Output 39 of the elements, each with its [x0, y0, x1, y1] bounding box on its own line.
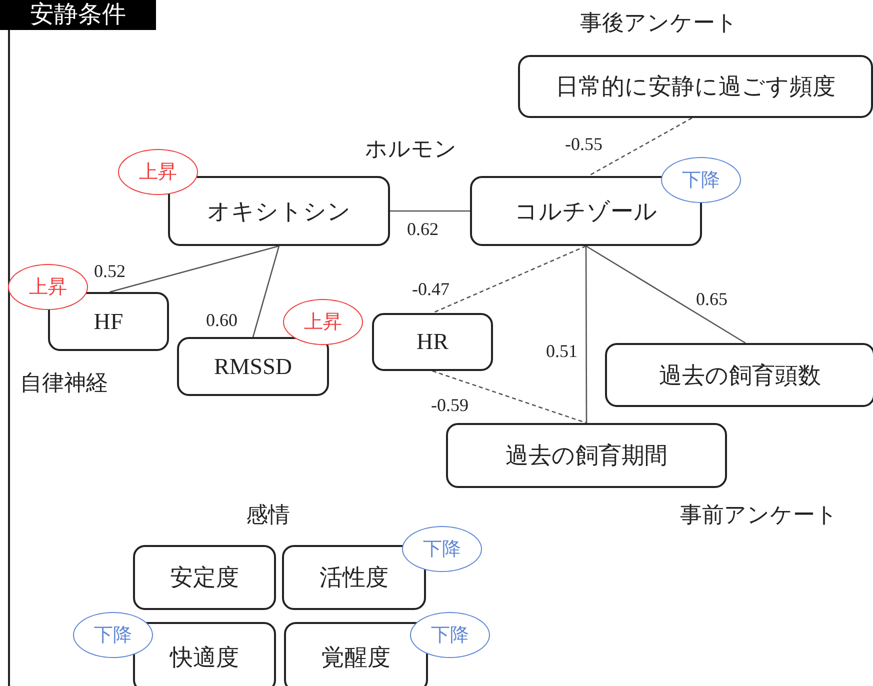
edge-label: -0.59 — [430, 396, 470, 414]
dashed-line — [432, 370, 587, 424]
change-ellipse: 下降 — [402, 526, 482, 572]
edge-label: 0.65 — [695, 290, 728, 308]
title-banner: 安静条件 — [0, 0, 156, 30]
change-ellipse: 上昇 — [8, 264, 88, 310]
connector-line — [110, 245, 280, 293]
dashed-line — [588, 117, 692, 177]
group-label: 事後アンケート — [580, 9, 738, 37]
edge-label: 0.60 — [205, 311, 238, 329]
group-label: 自律神経 — [20, 369, 108, 397]
measure-box: 過去の飼育頭数 — [605, 343, 873, 407]
measure-box: 過去の飼育期間 — [446, 423, 727, 488]
connector-line — [252, 246, 280, 338]
dashed-line — [432, 245, 586, 314]
group-label: 事前アンケート — [680, 501, 838, 529]
measure-box: 覚醒度 — [284, 622, 428, 686]
change-ellipse: 下降 — [73, 612, 153, 658]
change-ellipse: 上昇 — [283, 299, 363, 345]
measure-box: 日常的に安静に過ごす頻度 — [518, 55, 873, 118]
measure-box: 安定度 — [133, 545, 276, 610]
group-label: 感情 — [246, 501, 290, 529]
measure-box: 活性度 — [282, 545, 426, 610]
connector-line — [586, 245, 746, 344]
connector-line — [390, 210, 470, 212]
edge-label: 0.52 — [93, 262, 126, 280]
measure-box: HR — [372, 313, 493, 371]
edge-label: -0.47 — [411, 280, 450, 298]
edge-label: 0.62 — [406, 220, 440, 238]
measure-box: 快適度 — [133, 622, 276, 686]
group-label: ホルモン — [365, 135, 457, 163]
measure-box: オキシトシン — [168, 176, 390, 246]
measure-box: RMSSD — [177, 337, 329, 396]
edge-label: -0.55 — [564, 135, 604, 153]
edge-label: 0.51 — [545, 342, 578, 360]
connector-line — [585, 246, 588, 423]
change-ellipse: 下降 — [410, 612, 490, 658]
change-ellipse: 上昇 — [118, 149, 198, 195]
change-ellipse: 下降 — [661, 157, 741, 203]
